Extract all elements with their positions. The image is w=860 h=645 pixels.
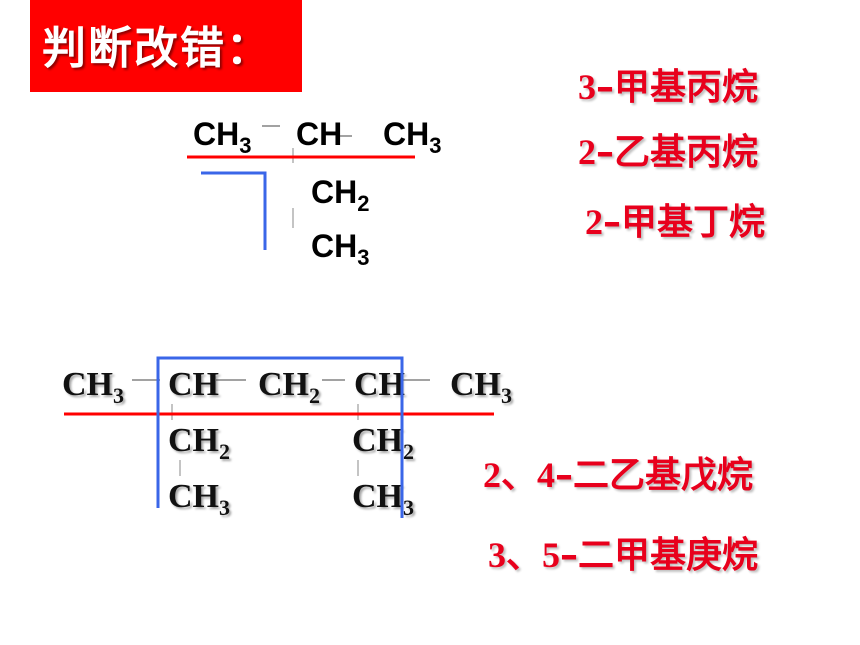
m2-branch-right-ch2: CH2 <box>352 422 414 464</box>
m2-blue-box <box>156 356 404 518</box>
m1-main-ch: CH <box>296 116 343 152</box>
m1-main-ch3-left: CH3 <box>193 116 252 158</box>
m2-main-ch-2: CH <box>354 366 405 403</box>
answer-3: 2–甲基丁烷 <box>585 202 766 243</box>
m1-branch-ch3: CH3 <box>311 228 370 270</box>
m2-branch-right-ch3: CH3 <box>352 478 414 520</box>
m2-branch-left-ch3: CH3 <box>168 478 230 520</box>
page-title: 判断改错： <box>42 23 272 74</box>
m2-main-ch2: CH2 <box>258 366 320 408</box>
answer-1: 3–甲基丙烷 <box>578 67 759 108</box>
m2-main-ch3-right: CH3 <box>450 366 512 408</box>
m2-main-ch3-left: CH3 <box>62 366 124 408</box>
m2-main-ch-1: CH <box>168 366 219 403</box>
m1-branch-ch2: CH2 <box>311 174 370 216</box>
answer-5: 3、5–二甲基庚烷 <box>488 535 759 576</box>
answer-2: 2–乙基丙烷 <box>578 132 759 173</box>
answer-4: 2、4–二乙基戊烷 <box>483 455 754 496</box>
title-banner <box>30 0 302 92</box>
m2-branch-left-ch2: CH2 <box>168 422 230 464</box>
m1-blue-bracket <box>201 171 267 250</box>
m1-main-ch3-right: CH3 <box>383 116 442 158</box>
